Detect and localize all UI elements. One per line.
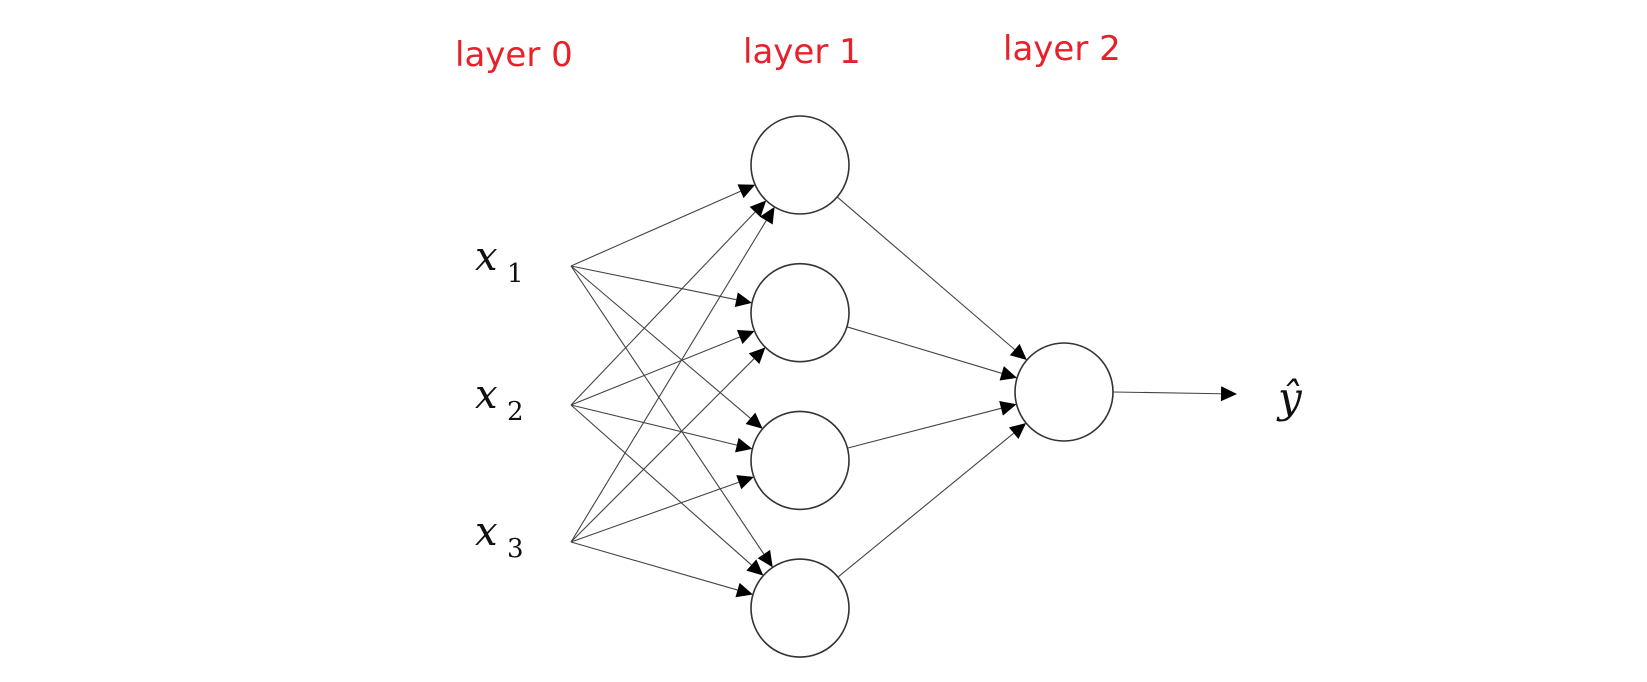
hidden-node-4 bbox=[750, 558, 850, 658]
arrowhead-icon bbox=[999, 366, 1018, 381]
arrowhead-icon bbox=[749, 200, 767, 218]
input-label-x3: x 3 bbox=[475, 509, 524, 564]
edge-x3-to-h4 bbox=[570, 541, 738, 591]
arrowhead-icon bbox=[735, 582, 753, 598]
edge-output-to-y-hat bbox=[1112, 391, 1222, 395]
arrowhead-icon bbox=[745, 412, 763, 429]
arrowhead-icon bbox=[999, 401, 1017, 416]
hidden-node-3 bbox=[750, 410, 850, 511]
edge-x1-to-h4 bbox=[570, 265, 765, 555]
nodes-group bbox=[750, 115, 1114, 658]
edge-x1-to-h1 bbox=[570, 190, 741, 267]
edge-x2-to-h2 bbox=[570, 336, 740, 406]
edge-x3-to-h3 bbox=[570, 481, 739, 543]
arrowhead-icon bbox=[736, 330, 755, 344]
edge-h3-to-output bbox=[847, 407, 1002, 449]
layer-label-2: layer 2 bbox=[1003, 29, 1121, 69]
arrowhead-icon bbox=[736, 475, 754, 490]
edges-group bbox=[570, 184, 1237, 598]
output-node bbox=[1014, 342, 1114, 442]
output-label-y-hat: ŷ bbox=[1276, 373, 1303, 422]
arrowhead-icon bbox=[735, 437, 753, 453]
edge-x2-to-h4 bbox=[570, 404, 752, 566]
edge-h4-to-output bbox=[837, 432, 1015, 578]
arrowhead-icon bbox=[1008, 423, 1027, 439]
input-subscript: 3 bbox=[507, 534, 524, 564]
arrowhead-icon bbox=[757, 549, 773, 568]
arrowhead-icon bbox=[748, 347, 766, 364]
edge-x2-to-h3 bbox=[570, 404, 737, 446]
edge-x3-to-h2 bbox=[570, 358, 755, 543]
arrowhead-icon bbox=[1009, 343, 1027, 361]
layer-label-1: layer 1 bbox=[743, 32, 861, 72]
input-label-x1: x 1 bbox=[475, 234, 524, 289]
edge-x1-to-h2 bbox=[570, 265, 737, 301]
hidden-node-2 bbox=[750, 262, 850, 363]
arrowhead-icon bbox=[1220, 386, 1237, 402]
hidden-node-1 bbox=[750, 115, 850, 215]
edge-h1-to-output bbox=[836, 196, 1016, 351]
arrowhead-icon bbox=[734, 292, 752, 308]
input-subscript: 1 bbox=[507, 259, 524, 289]
edge-x3-to-h1 bbox=[570, 220, 767, 543]
input-symbol: x bbox=[475, 372, 498, 418]
input-label-x2: x 2 bbox=[475, 372, 524, 427]
input-symbol: x bbox=[475, 509, 498, 555]
input-subscript: 2 bbox=[507, 397, 524, 427]
input-symbol: x bbox=[475, 234, 498, 280]
arrowhead-icon bbox=[737, 184, 756, 199]
arrowhead-icon bbox=[759, 206, 775, 225]
edge-x1-to-h3 bbox=[570, 265, 751, 419]
edge-h2-to-output bbox=[846, 326, 1002, 374]
layer-label-0: layer 0 bbox=[455, 35, 573, 75]
arrowhead-icon bbox=[746, 559, 764, 576]
edge-x2-to-h1 bbox=[570, 211, 756, 406]
